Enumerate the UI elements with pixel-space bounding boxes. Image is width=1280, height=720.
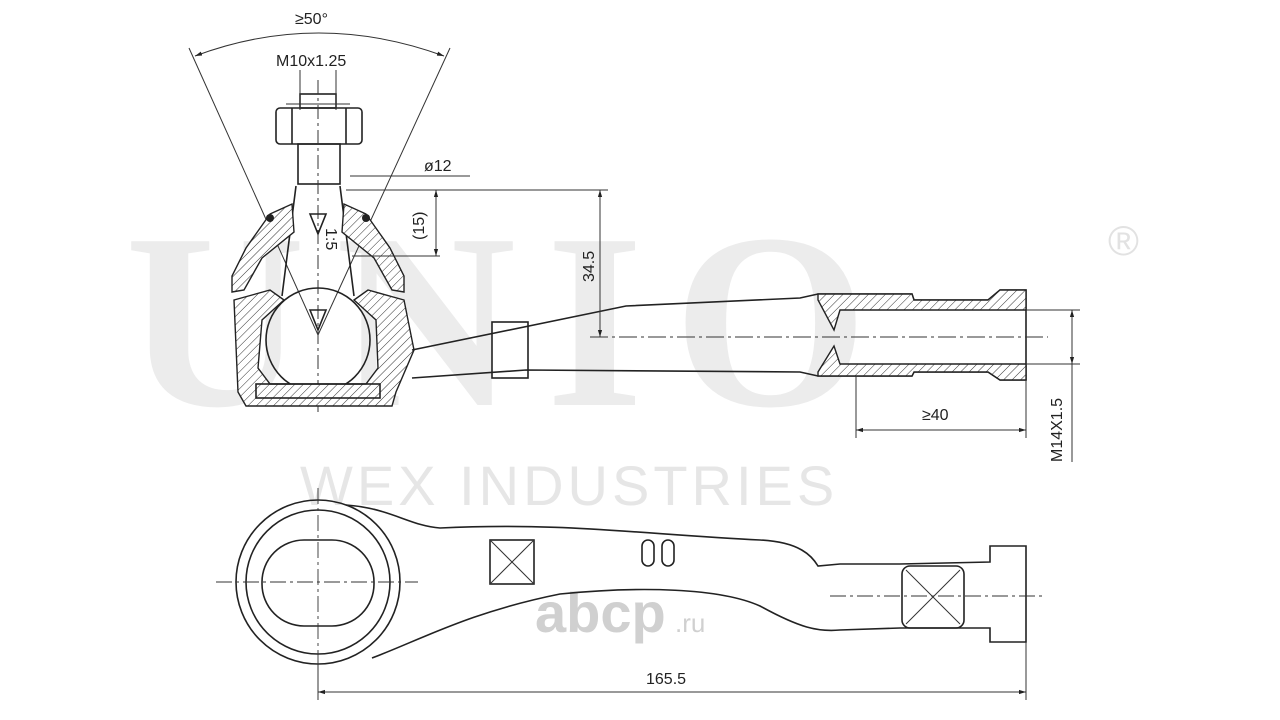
dim-thread-depth: ≥40	[922, 407, 949, 424]
dim-rod-thread: M14X1.5	[1049, 398, 1066, 462]
part-mark-0-right	[661, 539, 675, 567]
section-view	[188, 32, 1048, 412]
arm-boss	[491, 321, 529, 379]
cone-line-right	[317, 47, 451, 336]
housing-base-plate	[255, 383, 381, 399]
boot-left	[231, 202, 295, 293]
taper-arrow-bottom	[308, 309, 328, 333]
bore-wall-top	[817, 289, 1027, 332]
dim-stud-thread: M10x1.25	[276, 53, 346, 70]
stud-thread	[297, 143, 341, 185]
dim-taper-ratio: 1:5	[322, 228, 339, 250]
taper-arrow-top	[308, 213, 328, 237]
wrench-flat-1	[489, 539, 535, 585]
overall-dimension: 165.5	[317, 642, 1027, 700]
dim-stud-diameter: ø12	[424, 158, 452, 175]
cone-line-left	[188, 47, 319, 336]
boot-right	[341, 202, 405, 293]
stud-taper	[281, 185, 355, 297]
wrench-flat-1-diag-b	[489, 539, 535, 585]
boot-clip-left	[266, 214, 274, 222]
dim-cone-angle: ≥50°	[295, 11, 328, 28]
cone-angle-arc	[194, 32, 445, 57]
watermark-registered-mark: ®	[1108, 217, 1139, 264]
watermark-company: WEX INDUSTRIES	[300, 454, 838, 517]
part-mark-0-left	[641, 539, 655, 567]
watermark: UNIO ® WEX INDUSTRIES abcp .ru	[125, 183, 1139, 644]
boot-clip-right	[362, 214, 370, 222]
dim-taper-length: (15)	[411, 212, 428, 240]
section-dimensions: ≥50° M10x1.25 ø12 (15) 1:5 34.5 ≥40 M14X…	[276, 11, 1080, 462]
dim-overall-length: 165.5	[646, 671, 686, 688]
housing	[233, 289, 415, 407]
wrench-flat-2	[901, 565, 965, 629]
nut	[275, 107, 363, 145]
wrench-flat-2-diag-b	[905, 569, 961, 625]
arm-outline	[411, 289, 1027, 381]
watermark-marketplace-tld: .ru	[675, 608, 705, 638]
dim-stud-height: 34.5	[581, 251, 598, 282]
